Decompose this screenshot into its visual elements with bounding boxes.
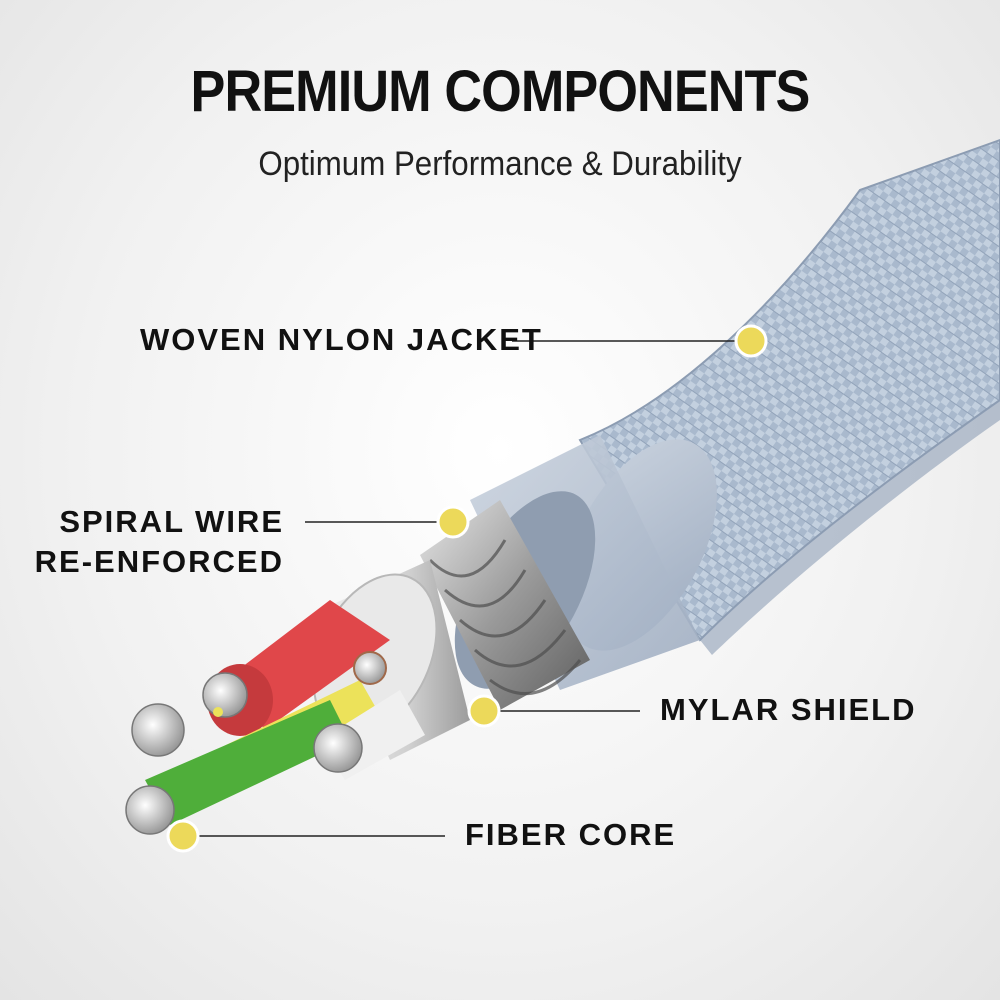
jacket-callout-dot xyxy=(734,324,768,358)
label-spiral-wire: SPIRAL WIRE xyxy=(59,504,284,539)
fiber-callout-dot xyxy=(166,819,200,853)
label-woven-nylon-jacket: WOVEN NYLON JACKET xyxy=(140,322,543,357)
green-wire xyxy=(145,700,350,825)
page-subtitle: Optimum Performance & Durability xyxy=(258,145,742,183)
label-re-enforced: RE-ENFORCED xyxy=(34,544,284,579)
spiral-wire xyxy=(420,500,590,710)
spiral-callout-dot xyxy=(436,505,470,539)
label-mylar-shield: MYLAR SHIELD xyxy=(660,692,917,727)
conductor-strands xyxy=(125,651,387,835)
label-fiber-core: FIBER CORE xyxy=(465,817,677,852)
page-title: PREMIUM COMPONENTS xyxy=(190,59,811,124)
mylar-callout-dot xyxy=(467,694,501,728)
